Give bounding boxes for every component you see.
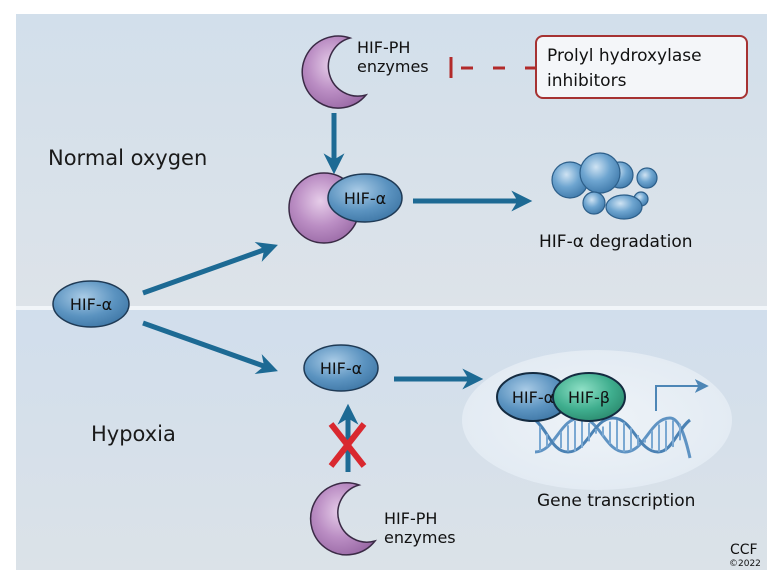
transcription-caption: Gene transcription: [537, 491, 695, 511]
degradation-fragments-icon: [551, 152, 658, 220]
hif-alpha-stable-label: HIF-α: [320, 359, 362, 378]
complex-hif-alpha-label: HIF-α: [512, 388, 554, 407]
complex-hif-beta-node: [552, 372, 626, 422]
credit-year: ©2022: [729, 559, 761, 569]
hif-ph-enzyme-top-icon: [301, 35, 369, 109]
hypoxia-title: Hypoxia: [91, 422, 176, 446]
arrow-to-normal-oxygen: [142, 242, 278, 296]
inhibitor-box-line1: Prolyl hydroxylase: [547, 46, 702, 66]
block-x-icon: [328, 422, 367, 468]
normal-oxygen-title: Normal oxygen: [48, 146, 207, 170]
hif-alpha-start-node: [52, 280, 130, 328]
hif-alpha-bound-node: [327, 173, 403, 223]
hif-alpha-bound-label: HIF-α: [344, 189, 386, 208]
hif-alpha-stable-node: [303, 344, 379, 392]
credit-org: CCF: [730, 542, 758, 558]
hif-alpha-start-label: HIF-α: [70, 295, 112, 314]
hif-ph-enzyme-bottom-icon: [309, 482, 378, 556]
degradation-caption: HIF-α degradation: [539, 232, 693, 252]
arrow-to-hypoxia: [142, 320, 278, 374]
inhibitor-box: [535, 35, 748, 99]
enzyme-top-label-line2: enzymes: [357, 57, 429, 76]
complex-hif-beta-label: HIF-β: [568, 388, 610, 407]
panel-divider: [16, 306, 767, 310]
enzyme-bottom-label-line1: HIF-PH: [384, 509, 437, 528]
enzyme-bottom-label-line2: enzymes: [384, 528, 456, 547]
transcription-start-arrow: [655, 379, 709, 411]
inhibitor-box-line2: inhibitors: [547, 71, 627, 91]
dna-helix-icon: [534, 416, 692, 459]
enzyme-top-label-line1: HIF-PH: [357, 38, 410, 57]
